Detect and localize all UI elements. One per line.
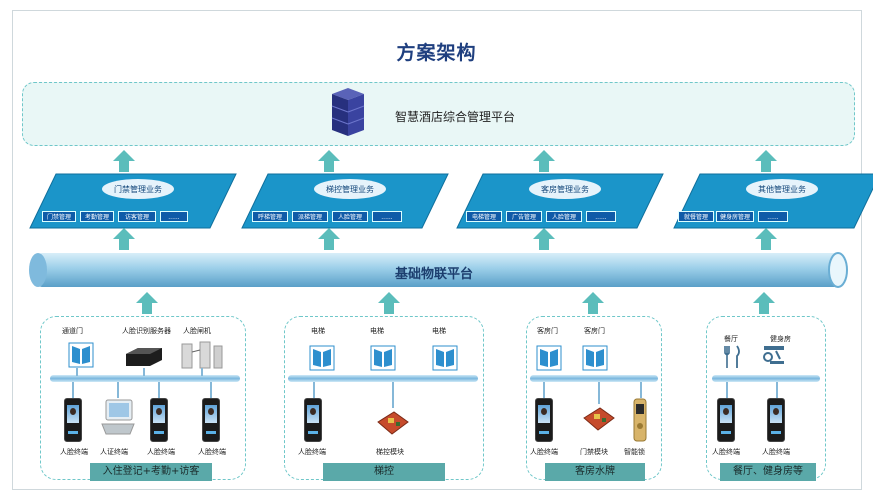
face-terminal-icon — [304, 398, 322, 442]
arrow-up-icon — [113, 228, 135, 250]
elevator-door-icon — [432, 345, 458, 371]
device-label: 电梯 — [311, 327, 325, 335]
management-platform-box — [22, 82, 855, 146]
device-bus — [288, 375, 478, 382]
device-label: 人脸终端 — [147, 448, 175, 456]
iot-pipe — [29, 252, 848, 288]
elevator-door-icon — [309, 345, 335, 371]
arrow-up-icon — [113, 150, 135, 172]
id-terminal-icon — [101, 399, 135, 435]
service-tag: ...... — [372, 211, 402, 222]
group-footer: 客房水牌 — [545, 463, 645, 481]
service-tag: ...... — [160, 211, 188, 222]
device-label: 人证终端 — [100, 448, 128, 456]
face-terminal-icon — [64, 398, 82, 442]
face-terminal-icon — [202, 398, 220, 442]
room-door-icon — [582, 345, 608, 371]
turnstile-icon — [181, 341, 223, 369]
group-footer: 餐厅、健身房等 — [720, 463, 816, 481]
device-label: 人脸识别服务器 — [122, 327, 171, 335]
page-title: 方案架构 — [396, 42, 477, 64]
arrow-up-icon — [318, 150, 340, 172]
device-label: 门禁模块 — [580, 448, 608, 456]
arrow-up-icon — [753, 292, 775, 314]
service-name: 客房管理业务 — [541, 185, 589, 194]
device-bus — [712, 375, 820, 382]
service-tag: ...... — [586, 211, 616, 222]
group-footer: 梯控 — [323, 463, 445, 481]
arrow-up-icon — [533, 228, 555, 250]
room-door-icon — [536, 345, 562, 371]
service-tag: 广告管理 — [506, 211, 542, 222]
device-label: 梯控模块 — [376, 448, 404, 456]
device-label: 客房门 — [537, 327, 558, 335]
service-tag: 人脸管理 — [546, 211, 582, 222]
device-label: 人脸终端 — [530, 448, 558, 456]
device-label: 人脸终端 — [298, 448, 326, 456]
service-tag: 访客管理 — [118, 211, 156, 222]
device-label: 健身房 — [770, 335, 791, 343]
base-platform-label: 基础物联平台 — [395, 267, 474, 282]
device-label: 人脸闸机 — [183, 327, 211, 335]
face-terminal-icon — [767, 398, 785, 442]
access-module-icon — [583, 407, 615, 431]
device-label: 人脸终端 — [198, 448, 226, 456]
service-tag: 门禁管理 — [42, 211, 76, 222]
device-label: 电梯 — [370, 327, 384, 335]
service-name: 其他管理业务 — [758, 185, 806, 194]
arrow-up-icon — [318, 228, 340, 250]
device-label: 人脸终端 — [762, 448, 790, 456]
server-stack-icon — [331, 88, 365, 136]
arrow-up-icon — [533, 150, 555, 172]
device-label: 通道门 — [62, 327, 83, 335]
device-label: 电梯 — [432, 327, 446, 335]
elevator-module-icon — [377, 411, 409, 435]
device-bus — [530, 375, 658, 382]
gym-icon — [763, 346, 784, 364]
group-footer: 入住登记+考勤+访客 — [90, 463, 212, 481]
face-terminal-icon — [717, 398, 735, 442]
device-label: 餐厅 — [724, 335, 738, 343]
service-tag: 人脸管理 — [332, 211, 368, 222]
arrow-up-icon — [378, 292, 400, 314]
device-label: 客房门 — [584, 327, 605, 335]
door-icon — [68, 342, 94, 368]
device-label: 人脸终端 — [712, 448, 740, 456]
service-name: 门禁管理业务 — [114, 185, 162, 194]
restaurant-icon — [724, 345, 740, 368]
service-tag: 健身房管理 — [716, 211, 754, 222]
service-tag: ...... — [758, 211, 788, 222]
service-tag: 就餐管理 — [678, 211, 714, 222]
service-name: 梯控管理业务 — [326, 185, 374, 194]
service-tag: 电梯管理 — [466, 211, 502, 222]
platform-label: 智慧酒店综合管理平台 — [395, 110, 516, 124]
elevator-door-icon — [370, 345, 396, 371]
device-label: 智能锁 — [624, 448, 645, 456]
face-terminal-icon — [535, 398, 553, 442]
service-tag: 派梯管理 — [292, 211, 328, 222]
service-tag: 呼梯管理 — [252, 211, 288, 222]
smart-lock-icon — [633, 398, 647, 442]
server-device-icon — [126, 348, 162, 366]
service-tag: 考勤管理 — [80, 211, 114, 222]
face-terminal-icon — [150, 398, 168, 442]
arrow-up-icon — [582, 292, 604, 314]
device-label: 人脸终端 — [60, 448, 88, 456]
arrow-up-icon — [136, 292, 158, 314]
device-bus — [50, 375, 240, 382]
arrow-up-icon — [755, 228, 777, 250]
arrow-up-icon — [755, 150, 777, 172]
